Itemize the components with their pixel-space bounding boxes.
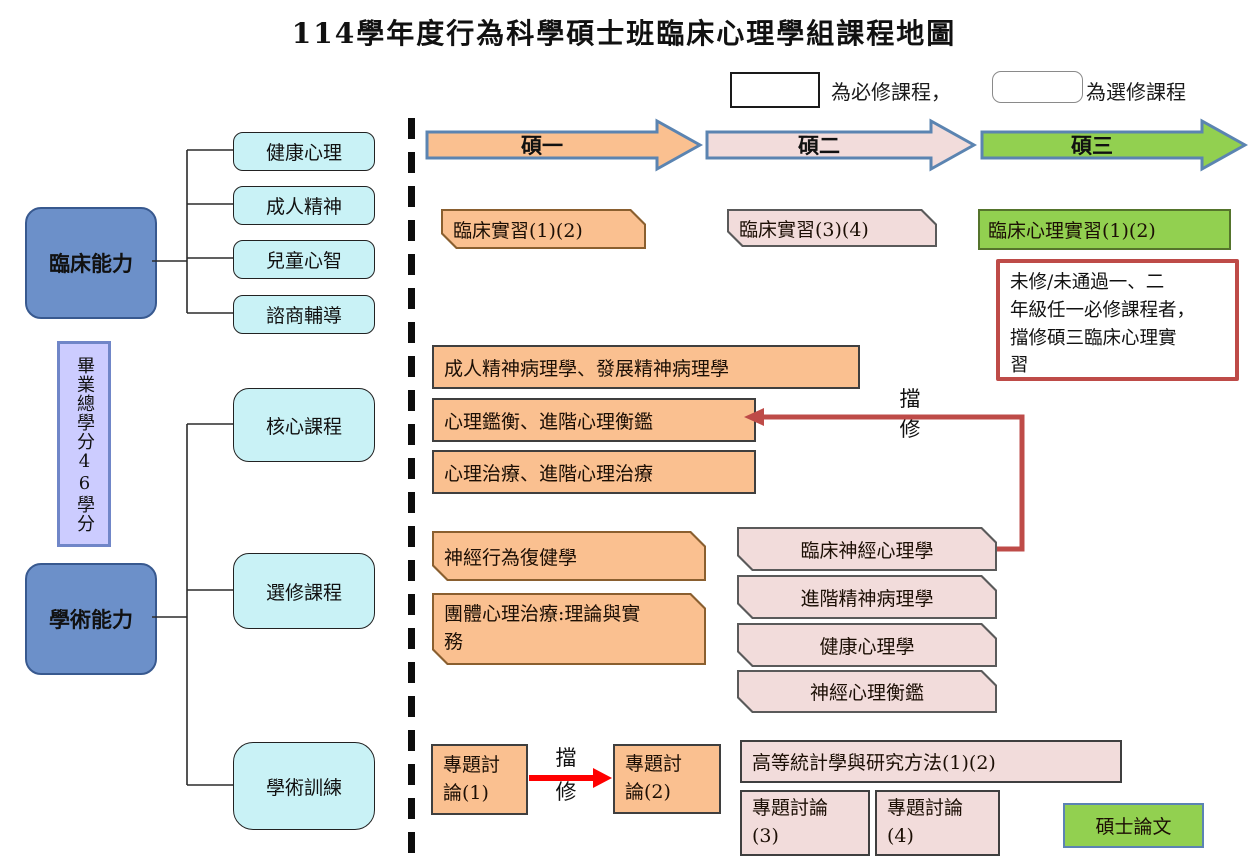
course-psychotherapy: 心理治療、進階心理治療 [432,450,756,494]
course-group-therapy: 團體心理治療:理論與實 務 [432,593,706,665]
year1-arrow-label: 碩一 [521,133,563,158]
academic-competency-box: 學術能力 [25,563,157,675]
course-health-psychology-label: 健康心理學 [819,635,915,658]
course-seminar-3: 專題討論 (3) [740,790,870,856]
legend-elective-label: 為選修課程 [1086,80,1186,104]
year1-arrow-shape [425,118,703,172]
year2-arrow-shape [705,118,977,172]
blocking-label-elbow: 擋修 [899,387,921,441]
course-clinical-practicum-3-4-label: 臨床實習(3)(4) [739,218,869,241]
course-health-psychology: 健康心理學 [737,623,997,667]
tree-item-child-mind: 兒童心智 [233,240,375,279]
legend-required-label: 為必修課程， [831,80,951,104]
tree-item-counseling: 諮商輔導 [233,295,375,334]
year3-arrow-shape [980,118,1248,172]
course-group-therapy-label: 團體心理治療:理論與實 務 [444,603,641,653]
tree-item-adult-psychiatry: 成人精神 [233,186,375,225]
course-neuro-assessment-label: 神經心理衡鑑 [809,682,924,704]
clinical-tree-lines [152,149,233,314]
course-seminar-2: 專題討 論(2) [613,744,721,814]
year2-arrow-label: 碩二 [798,133,840,158]
course-clinical-neuropsych-label: 臨床神經心理學 [800,539,934,562]
course-neuro-rehab: 神經行為復健學 [432,531,706,581]
course-clinical-neuropsych: 臨床神經心理學 [737,527,997,571]
year2-arrow: 碩二 [705,118,977,172]
course-clinical-practicum-1-2-label: 臨床實習(1)(2) [453,219,583,242]
course-psych-assessment: 心理鑑衡、進階心理衡鑑 [432,398,756,442]
tree-item-health-psych: 健康心理 [233,132,375,171]
course-adv-psychopathology-label: 進階精神病理學 [800,587,934,610]
tree-item-core-courses: 核心課程 [233,388,375,462]
blocking-label-seminar: 擋修 [555,746,577,804]
graduation-credits-box: 畢業總學分46學分 [57,341,111,547]
dashed-divider-line [408,118,415,862]
seminar-blocking-arrowhead [593,768,612,788]
course-masters-thesis: 碩士論文 [1063,803,1204,848]
course-neuro-assessment: 神經心理衡鑑 [737,670,997,713]
course-neuro-rehab-label: 神經行為復健學 [444,546,578,569]
tree-item-academic-training: 學術訓練 [233,742,375,830]
course-clinical-psych-practicum: 臨床心理實習(1)(2) [978,209,1231,250]
academic-tree-lines [152,423,233,786]
course-clinical-practicum-1-2: 臨床實習(1)(2) [441,209,646,249]
legend-elective-swatch [992,71,1083,103]
course-clinical-practicum-3-4: 臨床實習(3)(4) [727,209,937,247]
prerequisite-note: 未修/未通過一、二 年級任一必修課程者， 擋修碩三臨床心理實 習 [996,259,1239,381]
course-seminar-1: 專題討 論(1) [431,744,528,815]
year1-arrow: 碩一 [425,118,703,172]
tree-item-elective-courses: 選修課程 [233,553,375,629]
course-adv-psychopathology: 進階精神病理學 [737,575,997,619]
course-adv-statistics: 高等統計學與研究方法(1)(2) [740,740,1122,783]
course-seminar-4: 專題討論 (4) [875,790,1000,856]
page-title: 114學年度行為科學碩士班臨床心理學組課程地圖 [291,17,957,50]
legend-required-swatch [730,72,820,108]
course-psychopathology: 成人精神病理學、發展精神病理學 [432,345,860,389]
year3-arrow: 碩三 [980,118,1248,172]
clinical-competency-box: 臨床能力 [25,207,157,319]
year3-arrow-label: 碩三 [1071,133,1113,158]
